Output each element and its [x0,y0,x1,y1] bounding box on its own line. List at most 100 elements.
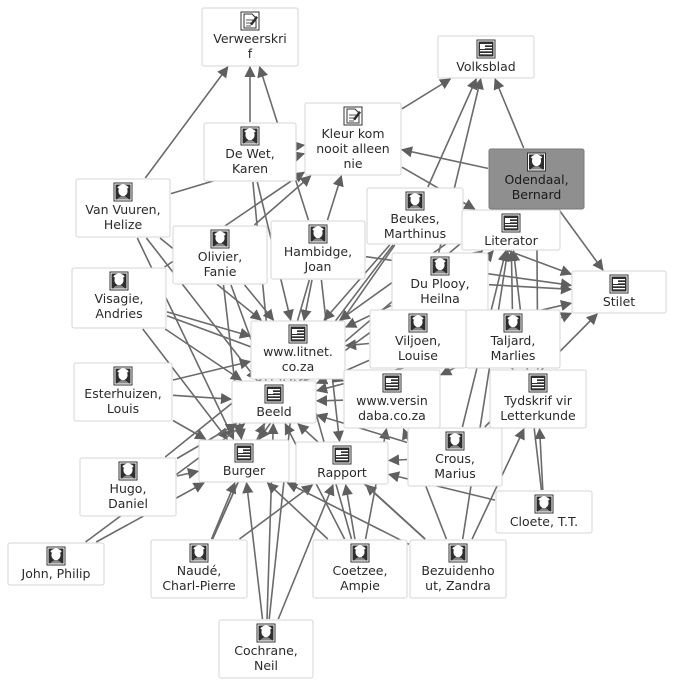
person-icon [113,366,133,386]
document-icon [343,106,363,126]
node-cochrane[interactable]: Cochrane,Neil [218,619,314,679]
node-beeld[interactable]: Beeld [231,380,317,424]
node-label: Literator [484,233,538,248]
node-label: Louise [398,348,438,363]
node-box [312,539,408,599]
publication-icon [264,384,284,404]
node-label: Odendaal, [504,172,568,187]
person-icon [210,229,230,249]
node-label: Marlies [491,348,536,363]
edge-viljoen-to-litnet [344,339,370,351]
node-label: Charl-Pierre [162,578,236,593]
node-burger[interactable]: Burger [198,439,290,483]
node-esterhuizen[interactable]: Esterhuizen,Louis [73,362,173,422]
node-volksblad[interactable]: Volksblad [437,35,535,79]
edge-odendaal-to-kleur [400,146,489,170]
node-cloete[interactable]: Cloete, T.T. [495,490,593,534]
publication-icon [382,373,402,393]
node-label: f [248,46,253,61]
person-icon [430,256,450,276]
edge-naude-to-burger [210,481,237,540]
node-label: Bezuidenho [421,563,494,578]
person-icon [308,224,328,244]
node-stilet[interactable]: Stilet [571,270,667,314]
edge-coetzee-to-rapport [341,483,356,540]
node-olivier[interactable]: Olivier,Fanie [172,225,268,285]
node-box [201,7,299,67]
node-label: nooit alleen [316,141,389,156]
edge-olivier-to-kleur [253,175,312,226]
node-box [250,320,346,380]
node-naude[interactable]: Naudé,Charl-Pierre [150,539,248,599]
node-label: John, Philip [21,566,91,581]
node-label: co.za [282,359,315,374]
edge-coetzee-to-burger [266,482,329,540]
person-icon [256,623,276,643]
node-litnet[interactable]: www.litnet.co.za [250,320,346,380]
node-visagie[interactable]: Visagie,Andries [71,267,167,329]
edge-beukes-to-volksblad [427,77,478,188]
node-beukes[interactable]: Beukes,Marthinus [366,187,464,245]
node-label: Taljard, [490,333,536,348]
person-icon [445,431,465,451]
node-box [343,369,441,429]
node-label: De Wet, [225,146,274,161]
person-icon [405,191,425,211]
publication-icon [288,324,308,344]
publication-icon [528,373,548,393]
publication-icon [501,213,521,233]
edge-duplooy-to-literator [470,250,484,262]
publication-icon [332,445,352,465]
person-icon [189,543,209,563]
edge-visagie-to-litnet [166,311,252,339]
publication-icon [609,274,629,294]
node-label: Daniel [108,496,148,511]
node-john[interactable]: John, Philip [7,542,105,586]
node-coetzee[interactable]: Coetzee,Ampie [312,539,408,599]
edge-bezuidenhout-to-burger [286,482,410,546]
node-label: Fanie [204,264,237,279]
edge-taljard-to-literator [505,249,518,310]
node-label: Cochrane, [234,643,298,658]
edge-crous-to-beeld [315,412,408,444]
edge-hambidge-to-litnet [300,279,313,322]
person-icon [503,313,523,333]
edge-kleur-to-volksblad [401,78,452,110]
node-box [203,122,297,182]
node-label: Burger [223,463,266,478]
node-rapport[interactable]: Rapport [295,441,389,485]
node-viljoen[interactable]: Viljoen,Louise [369,309,467,369]
node-label: Verweerskri [213,31,287,46]
node-duplooy[interactable]: Du Plooy,Heilna [391,252,489,312]
node-odendaal[interactable]: Odendaal,Bernard [488,148,585,210]
person-icon [113,182,133,202]
node-label: Volksblad [456,59,515,74]
node-box [489,369,587,429]
edge-esterhuizen-to-burger [172,419,207,440]
person-icon [527,152,546,172]
edge-odendaal-to-volksblad [493,77,525,149]
node-label: Marthinus [384,226,446,241]
node-dewet[interactable]: De Wet,Karen [203,122,297,182]
node-box [71,267,167,329]
node-label: Stilet [603,294,635,309]
node-hugo[interactable]: Hugo,Daniel [79,457,177,517]
node-label: Crous, [435,451,475,466]
node-hambidge[interactable]: Hambidge,Joan [270,220,366,280]
node-label: Olivier, [198,249,242,264]
node-vanvuuren[interactable]: Van Vuuren,Helize [75,178,171,238]
edge-esterhuizen-to-litnet [172,358,252,381]
node-taljard[interactable]: Taljard,Marlies [465,309,561,369]
node-literator[interactable]: Literator [461,209,561,251]
node-label: Viljoen, [395,333,441,348]
publication-icon [476,39,496,59]
node-label: ut, Zandra [425,578,491,593]
node-crous[interactable]: Crous,Marius [407,427,503,487]
node-label: Ampie [340,578,380,593]
